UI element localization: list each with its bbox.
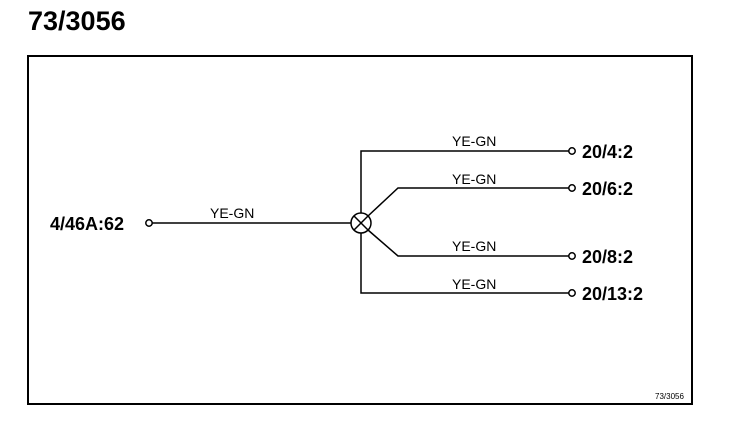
branch-wire-1 <box>360 150 569 213</box>
branch-4-terminal-label: 20/13:2 <box>582 284 643 304</box>
branch-2-wire-color-label: YE-GN <box>452 171 496 187</box>
branch-3-terminal-label: 20/8:2 <box>582 247 633 267</box>
source-wire-color-label: YE-GN <box>210 205 254 221</box>
diagram-frame <box>27 55 693 405</box>
page-title: 73/3056 <box>28 6 126 36</box>
branch-3-wire-color-label: YE-GN <box>452 238 496 254</box>
branch-wire-3 <box>367 229 569 257</box>
branch-1-wire-color-label: YE-GN <box>452 133 496 149</box>
diagram-reference-code: 73/3056 <box>655 392 684 401</box>
source-terminal-connector[interactable] <box>145 219 153 227</box>
splice-cross-line <box>353 215 369 231</box>
branch-wire-4 <box>360 233 569 294</box>
branch-2-connector[interactable] <box>568 184 576 192</box>
branch-wire-2 <box>367 187 569 217</box>
branch-1-connector[interactable] <box>568 147 576 155</box>
branch-2-terminal-label: 20/6:2 <box>582 179 633 199</box>
branch-4-connector[interactable] <box>568 289 576 297</box>
source-terminal-label: 4/46A:62 <box>50 214 124 234</box>
branch-4-wire-color-label: YE-GN <box>452 276 496 292</box>
branch-3-connector[interactable] <box>568 252 576 260</box>
branch-1-terminal-label: 20/4:2 <box>582 142 633 162</box>
